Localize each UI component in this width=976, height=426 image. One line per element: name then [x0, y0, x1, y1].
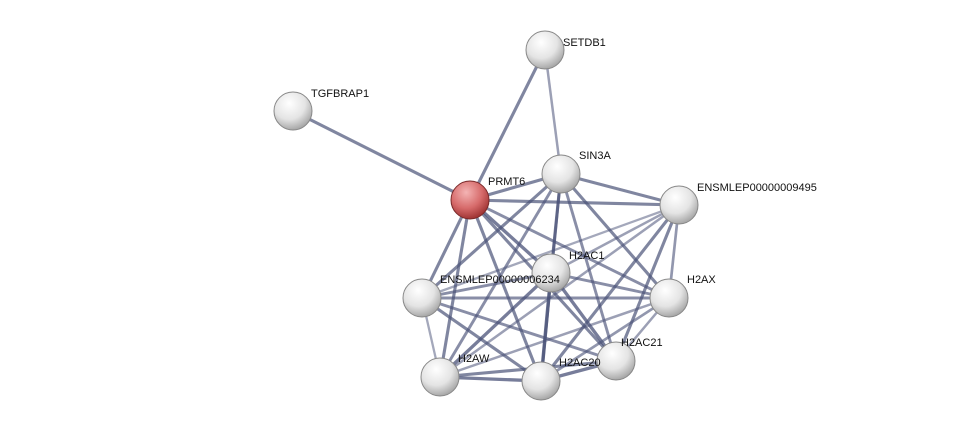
node-label: H2AC21 [621, 337, 663, 349]
edge-sin3a-e9495[interactable] [560, 172, 680, 207]
node-label: ENSMLEP00000009495 [697, 182, 817, 194]
edge-e9495-h2ac1[interactable] [550, 203, 680, 275]
node-label: H2AX [687, 274, 716, 286]
edge-prmt6-h2aw[interactable] [438, 199, 472, 378]
node-label: ENSMLEP00000006234 [440, 274, 560, 286]
edge-h2ax-h2aw[interactable] [439, 296, 670, 379]
edge-prmt6-e9495[interactable] [469, 198, 680, 207]
edge-e6234-h2ac20[interactable] [421, 296, 542, 383]
node-label: H2AW [458, 353, 490, 365]
edge-tgfbrap1-prmt6[interactable] [292, 109, 471, 202]
node-label: H2AC1 [569, 250, 604, 262]
node-circle[interactable] [402, 278, 442, 318]
node-h2ac20[interactable]: H2AC20 [521, 357, 601, 401]
edge-setdb1-prmt6[interactable] [468, 49, 547, 201]
node-circle[interactable] [659, 185, 699, 225]
node-h2aw[interactable]: H2AW [420, 353, 490, 397]
node-tgfbrap1[interactable]: TGFBRAP1 [273, 88, 369, 131]
node-circle[interactable] [521, 361, 561, 401]
edge-e9495-e6234[interactable] [421, 203, 680, 300]
node-circle[interactable] [525, 30, 565, 70]
node-circle[interactable] [273, 91, 313, 131]
node-circle[interactable] [450, 180, 490, 220]
node-h2ax[interactable]: H2AX [649, 274, 716, 318]
edge-h2ac1-e6234[interactable] [421, 271, 552, 300]
node-circle[interactable] [420, 357, 460, 397]
node-label: TGFBRAP1 [311, 88, 369, 100]
edge-e6234-h2ac21[interactable] [421, 296, 617, 363]
node-circle[interactable] [649, 278, 689, 318]
edge-e9495-h2ac21[interactable] [614, 204, 681, 362]
node-circle[interactable] [596, 341, 636, 381]
node-circle[interactable] [531, 253, 571, 293]
edge-h2ac1-h2aw[interactable] [438, 271, 553, 379]
node-label: H2AC20 [559, 357, 601, 369]
edge-e9495-h2aw[interactable] [439, 203, 680, 379]
edge-setdb1-sin3a[interactable] [543, 49, 563, 175]
node-prmt6[interactable]: PRMT6 [450, 176, 525, 220]
node-setdb1[interactable]: SETDB1 [525, 30, 606, 70]
node-sin3a[interactable]: SIN3A [541, 150, 611, 194]
edge-e9495-h2ac20[interactable] [539, 204, 681, 382]
node-circle[interactable] [541, 154, 581, 194]
node-label: SETDB1 [563, 37, 606, 49]
node-label: SIN3A [579, 150, 611, 162]
edge-sin3a-h2aw[interactable] [438, 173, 563, 378]
edge-sin3a-h2ac21[interactable] [559, 173, 618, 362]
node-e9495[interactable]: ENSMLEP00000009495 [659, 182, 817, 225]
edge-prmt6-h2ax[interactable] [469, 198, 670, 300]
node-label: PRMT6 [488, 176, 525, 188]
edge-h2ac1-h2ax[interactable] [550, 271, 670, 300]
edge-prmt6-h2ac20[interactable] [468, 199, 543, 382]
node-e6234[interactable]: ENSMLEP00000006234 [402, 274, 560, 318]
edge-sin3a-e6234[interactable] [420, 172, 563, 300]
node-h2ac21[interactable]: H2AC21 [596, 337, 663, 381]
node-h2ac1[interactable]: H2AC1 [531, 250, 604, 293]
